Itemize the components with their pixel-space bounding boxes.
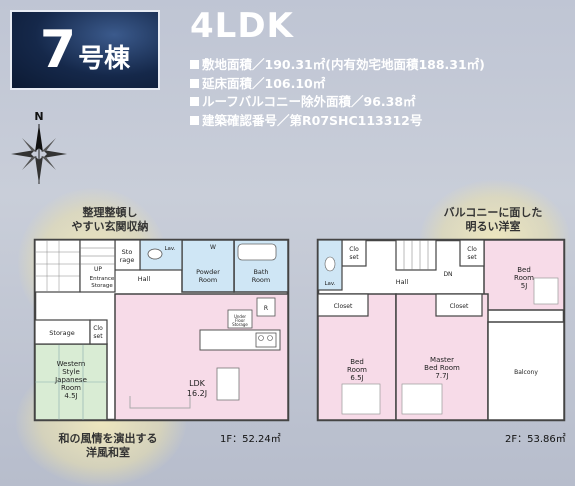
layout-type: 4LDK	[190, 6, 294, 46]
svg-text:5J: 5J	[521, 282, 528, 290]
compass-north-label: N	[34, 110, 43, 123]
label-r: R	[264, 305, 268, 312]
label-storage-top: Sto	[122, 248, 133, 256]
label-dn: DN	[443, 271, 452, 278]
stair	[79, 239, 116, 293]
svg-text:rage: rage	[120, 256, 135, 264]
closet-right	[435, 293, 483, 317]
svg-text:Bed Room: Bed Room	[424, 364, 460, 372]
spec-floor-area: 延床面積／106.10㎡	[190, 75, 485, 94]
label-western-japanese: Western	[57, 360, 86, 368]
building-number: 7	[39, 20, 77, 80]
svg-text:Style: Style	[62, 368, 80, 376]
label-master: Master	[430, 356, 454, 364]
label-powder: Powder	[196, 268, 220, 276]
svg-text:4.5J: 4.5J	[64, 392, 77, 400]
note-balcony-room: バルコニーに面した明るい洋室	[443, 206, 543, 233]
svg-text:set: set	[93, 333, 103, 340]
svg-text:set: set	[349, 254, 359, 261]
svg-text:Room: Room	[514, 274, 534, 282]
svg-text:Room: Room	[252, 276, 271, 284]
svg-text:Room: Room	[199, 276, 218, 284]
spec-site-area: 敷地面積／190.31㎡(内有効宅地面積188.31㎡)	[190, 56, 485, 75]
closet-left	[317, 293, 369, 317]
label-ldk: LDK	[189, 379, 206, 388]
fridge-space	[256, 297, 276, 317]
label-entrance-storage: Entrance	[90, 276, 115, 282]
svg-text:6.5J: 6.5J	[350, 374, 363, 382]
floor1-area: 1F：52.24㎡	[220, 434, 281, 445]
label-hall-2f: Hall	[396, 278, 409, 286]
svg-text:Room: Room	[347, 366, 367, 374]
spec-list: 敷地面積／190.31㎡(内有効宅地面積188.31㎡) 延床面積／106.10…	[190, 56, 485, 130]
closet-b	[459, 239, 485, 267]
building-number-badge: 7 号棟	[10, 10, 160, 90]
label-closet-left: Closet	[334, 303, 353, 310]
label-up: UP	[94, 266, 102, 273]
label-bed-65: Bed	[350, 358, 364, 366]
compass-icon: N	[11, 110, 67, 184]
room-lav-2f	[317, 239, 343, 291]
room-storage	[34, 319, 91, 345]
svg-text:Japanese: Japanese	[54, 376, 87, 384]
stair-2f	[395, 239, 437, 271]
label-w: W	[210, 244, 216, 251]
floor2-area: 2F：53.86㎡	[505, 434, 566, 445]
label-storage: Storage	[49, 329, 74, 337]
closet-a	[341, 239, 367, 267]
svg-text:Storage: Storage	[91, 283, 113, 289]
label-lav-2f: Lav.	[324, 281, 335, 287]
label-closet-right: Closet	[450, 303, 469, 310]
label-bed-5: Bed	[517, 266, 531, 274]
spec-roof-balcony: ルーフバルコニー除外面積／96.38㎡	[190, 93, 485, 112]
under-floor-storage	[227, 309, 253, 329]
room-powder	[181, 239, 235, 293]
note-washitsu: 和の風情を演出する洋風和室	[58, 432, 158, 459]
label-balcony: Balcony	[514, 369, 538, 376]
label-closet: Clo	[93, 325, 103, 332]
note-entrance: 整理整頓しやすい玄関収納	[71, 206, 149, 233]
building-unit: 号棟	[78, 43, 131, 74]
spec-permit-number: 建築確認番号／第R07SHC113312号	[190, 112, 485, 131]
svg-text:set: set	[467, 254, 477, 261]
svg-text:7.7J: 7.7J	[435, 372, 448, 380]
room-entrance	[34, 239, 81, 293]
room-closet	[89, 319, 108, 345]
label-under-floor: Under	[234, 314, 246, 319]
svg-text:Floor: Floor	[235, 318, 245, 323]
label-closet-a: Clo	[349, 246, 359, 253]
svg-text:Storage: Storage	[232, 322, 248, 327]
svg-text:Room: Room	[61, 384, 81, 392]
floor2-plan: Clo set Clo set DN Lav. Hall Bed Room 5J…	[316, 238, 566, 422]
label-bath: Bath	[253, 268, 268, 276]
label-lav: Lav.	[164, 246, 175, 252]
balcony	[487, 321, 565, 421]
svg-text:16.2J: 16.2J	[187, 389, 207, 398]
label-closet-b: Clo	[467, 246, 477, 253]
floor1-plan: Sto rage Lav. W Powder Room Bath Room UP…	[33, 238, 290, 422]
label-hall: Hall	[138, 275, 151, 283]
